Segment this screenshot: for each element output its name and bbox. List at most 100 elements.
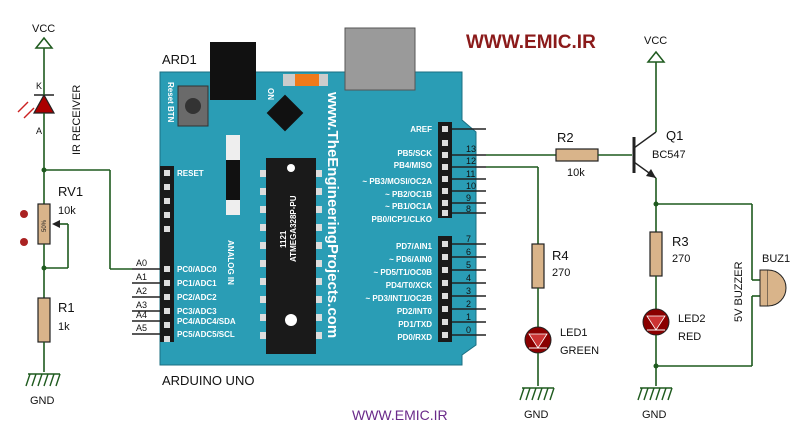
r1-ref: R1 [58, 300, 75, 315]
mid-gnd-symbol [519, 387, 555, 401]
q1-ref: Q1 [666, 128, 683, 143]
left-pin-label-0: RESET [177, 169, 204, 178]
board-name: ARDUINO UNO [162, 373, 254, 388]
pin-num-3: 3 [466, 286, 471, 296]
r2-value: 10k [567, 167, 585, 179]
right-pin-label-1: PB5/SCK [397, 149, 432, 158]
ir-a-label: A [36, 126, 42, 136]
r3-ref: R3 [672, 234, 689, 249]
left-pin-stubs: A0 A1 A2 A3 A4 A5 [132, 258, 160, 335]
right-gnd-symbol [637, 387, 673, 401]
pin-num-8: 8 [466, 204, 471, 214]
r4-ref: R4 [552, 248, 569, 263]
board-ref: ARD1 [162, 52, 197, 67]
r1-value: 1k [58, 321, 70, 333]
right-pin-label-2: PB4/MISO [394, 161, 432, 170]
chip-code: 1121 [279, 230, 288, 248]
a2-label: A2 [136, 286, 147, 296]
led1 [524, 326, 552, 354]
a0-label: A0 [136, 258, 147, 268]
watermark-bottom: WWW.EMIC.IR [352, 407, 448, 423]
right-vcc-arrow [646, 50, 666, 63]
a3-label: A3 [136, 300, 147, 310]
left-pin-label-3: PC2/ADC2 [177, 293, 217, 302]
left-vcc-arrow [34, 36, 54, 49]
right-circuit: R2 10k Q1 BC547 VCC R3 270 LED2 [486, 35, 790, 421]
reset-btn-label: Reset BTN [166, 82, 175, 123]
pin-num-7: 7 [466, 234, 471, 244]
led2 [642, 308, 670, 336]
r4-value: 270 [552, 267, 570, 279]
left-gnd-symbol [25, 373, 61, 387]
ir-k-label: K [36, 81, 42, 91]
r4-resistor [531, 243, 545, 289]
right-pin-stubs: 13 12 11 10 9 8 7 6 5 4 3 2 1 0 [452, 128, 486, 336]
right-pin-label-4: ~ PB2/OC1B [385, 190, 432, 199]
power-jack [210, 42, 256, 100]
right-pin-label-0: AREF [410, 125, 432, 134]
right-pin-label-7: PD7/AIN1 [396, 242, 433, 251]
pin-num-11: 11 [466, 169, 475, 179]
right-pin-label-12: PD2/INT0 [397, 307, 433, 316]
r3-resistor [649, 231, 663, 277]
on-label: ON [266, 88, 275, 100]
r2-resistor [555, 148, 599, 162]
led1-ref: LED1 [560, 327, 588, 339]
pin-num-13: 13 [466, 144, 476, 154]
right-pin-label-3: ~ PB3/MOSI/OC2A [362, 177, 432, 186]
left-pin-label-2: PC1/ADC1 [177, 279, 217, 288]
right-vcc-label: VCC [644, 35, 667, 47]
left-circuit: VCC K A IR RECEIVER 50% RV1 10k [17, 23, 132, 407]
ir-receiver-label: IR RECEIVER [71, 85, 83, 155]
r1-resistor [37, 297, 51, 343]
analog-in-label: ANALOG IN [226, 240, 235, 285]
right-pin-label-8: ~ PD6/AIN0 [389, 255, 432, 264]
r3-value: 270 [672, 253, 690, 265]
ir-receiver-diode [17, 80, 56, 170]
pin-num-0: 0 [466, 325, 471, 335]
q1-type: BC547 [652, 149, 686, 161]
rv1-ref: RV1 [58, 184, 83, 199]
rv1-adjust-up[interactable] [20, 210, 28, 218]
rv1-percent: 50% [42, 219, 48, 232]
pin-num-1: 1 [466, 312, 471, 322]
right-pin-label-6: PB0/ICP1/CLKO [372, 215, 432, 224]
led2-ref: LED2 [678, 313, 706, 325]
led1-color: GREEN [560, 345, 599, 357]
right-header-bottom [438, 236, 452, 342]
pin-num-12: 12 [466, 156, 476, 166]
mid-gnd-label: GND [524, 409, 549, 421]
right-pin-label-11: ~ PD3/INT1/OC2B [366, 294, 433, 303]
left-vcc-label: VCC [32, 23, 55, 35]
pin-num-2: 2 [466, 299, 471, 309]
left-header [160, 166, 174, 342]
usb-connector [344, 27, 416, 91]
buzzer-label: 5V BUZZER [733, 261, 745, 322]
rv1-adjust-down[interactable] [20, 238, 28, 246]
a4-label: A4 [136, 310, 147, 320]
watermark-top: WWW.EMIC.IR [466, 32, 596, 53]
pin-num-9: 9 [466, 193, 471, 203]
buzzer-body [759, 269, 769, 307]
r2-ref: R2 [557, 130, 574, 145]
a1-label: A1 [136, 272, 147, 282]
pin-num-4: 4 [466, 273, 471, 283]
led2-color: RED [678, 331, 701, 343]
left-pin-label-5: PC4/ADC4/SDA [177, 317, 236, 326]
right-pin-label-14: PD0/RXD [397, 333, 432, 342]
buzzer-ref: BUZ1 [762, 253, 790, 265]
q1-transistor [632, 131, 657, 179]
right-pin-label-9: ~ PD5/T1/OC0B [374, 268, 433, 277]
arduino-board: ATMEGA328P-PU 1121 Reset BTN ON ANALOG I… [159, 27, 477, 388]
right-pin-label-5: ~ PB1/OC1A [385, 202, 432, 211]
pin-num-10: 10 [466, 181, 476, 191]
board-website: www.TheEngineeringProjects.com [324, 91, 341, 338]
chip-label: ATMEGA328P-PU [289, 195, 298, 262]
right-gnd-label: GND [642, 409, 667, 421]
buzzer-dome [767, 269, 787, 307]
right-pin-label-10: PD4/T0/XCK [386, 281, 432, 290]
pin-num-6: 6 [466, 247, 471, 257]
pin-num-5: 5 [466, 260, 471, 270]
left-gnd-label: GND [30, 395, 55, 407]
